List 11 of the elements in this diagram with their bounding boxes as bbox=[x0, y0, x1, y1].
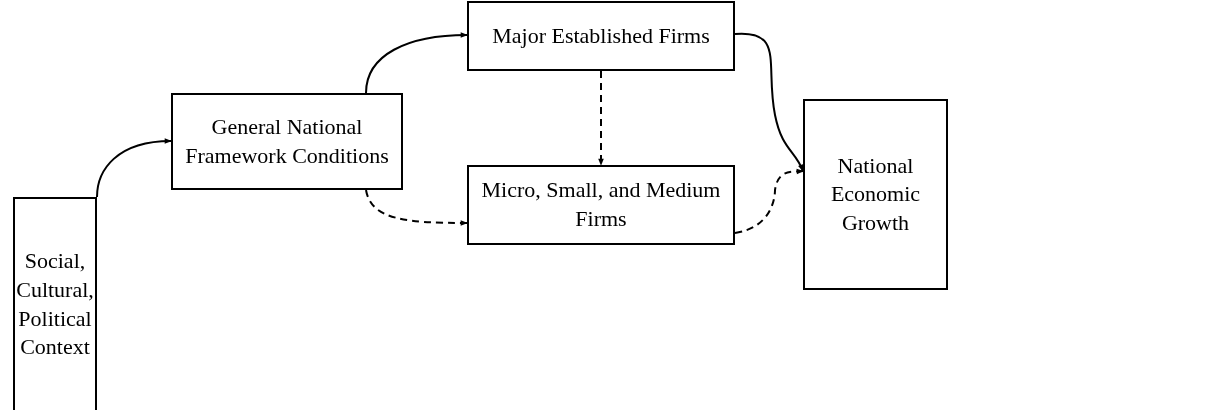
process-box: General National Framework Conditions bbox=[171, 93, 403, 190]
arrow bbox=[734, 32, 804, 172]
dashed-arrow bbox=[598, 70, 604, 166]
process-box: Major Established Firms bbox=[467, 1, 735, 71]
outcome-box: National Economic Growth bbox=[803, 99, 948, 290]
context-box: Social, Cultural, Political Context bbox=[13, 197, 97, 410]
dashed-arrow bbox=[365, 189, 468, 226]
process-box: Micro, Small, and Medium Firms bbox=[467, 165, 735, 245]
arrow bbox=[365, 32, 468, 94]
arrow bbox=[96, 138, 172, 198]
dashed-arrow bbox=[734, 168, 804, 234]
